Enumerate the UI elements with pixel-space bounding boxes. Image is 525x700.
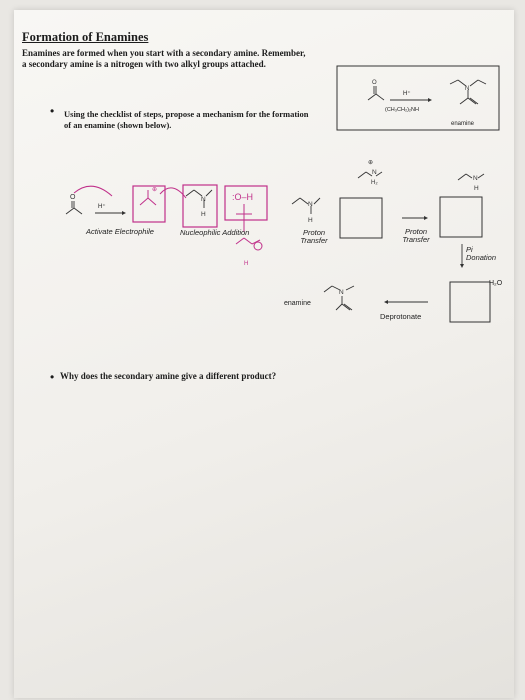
answer-box-2	[182, 184, 218, 228]
label-pi-donation: Pi Donation	[466, 245, 497, 262]
mech-n-4: N	[473, 175, 478, 182]
acid-reagent: H⁺	[98, 203, 106, 210]
mech-h2: H₂	[371, 180, 378, 186]
answer-box-1	[132, 185, 166, 223]
question-text: Why does the secondary amine give a diff…	[60, 371, 277, 381]
enamine-label-box: enamine	[451, 121, 475, 127]
reagent-amine: (CH₃CH₂)₂NH	[385, 107, 419, 113]
start-ketone	[65, 201, 83, 215]
label-activate: Activate Electrophile	[86, 227, 154, 236]
worksheet-title: Formation of Enamines	[22, 30, 149, 44]
bullet-1: •	[50, 104, 55, 118]
mech-h-4: H	[474, 185, 479, 192]
label-proton-transfer-2: Proton Transfer	[402, 227, 430, 244]
empty-box-a	[339, 197, 383, 239]
empty-box-b	[439, 196, 483, 238]
worksheet-page	[14, 10, 514, 698]
mech-n-3: N	[372, 169, 377, 176]
mech-n-2: N	[308, 201, 313, 208]
bullet-2: •	[50, 370, 55, 384]
start-oxygen: O	[70, 194, 76, 201]
mech-h-1: H	[201, 211, 206, 218]
enamine-nitrogen: N	[465, 86, 469, 92]
mech-n-5: N	[339, 289, 344, 296]
mech-h-2: H	[308, 217, 313, 224]
mech-h-pink: H	[244, 261, 248, 267]
label-enamine: enamine	[284, 300, 311, 307]
plus-charge-2: ⊕	[368, 160, 373, 166]
answer-box-3	[224, 185, 268, 221]
label-nucleophilic: Nucleophilic Addition	[180, 228, 250, 237]
label-deprotonate: Deprotonate	[380, 312, 422, 321]
curved-arrow-1	[73, 185, 113, 197]
intro-text: Enamines are formed when you start with …	[22, 48, 306, 69]
enamine-structure	[449, 79, 487, 105]
plus-charge-1: ⊕	[152, 187, 157, 193]
reagent-acid: H⁺	[403, 90, 411, 97]
label-water: H₂O	[489, 280, 503, 287]
reaction-box	[336, 65, 500, 131]
ketone-structure	[367, 86, 385, 101]
oh-group: :O–H	[232, 192, 253, 202]
ketone-oxygen: O	[372, 80, 377, 86]
empty-box-c	[449, 281, 491, 323]
mech-n-1: N	[201, 196, 206, 203]
label-proton-transfer-1: Proton Transfer	[300, 228, 328, 245]
step1-instruction: Using the checklist of steps, propose a …	[64, 109, 309, 130]
enamine-product	[323, 285, 355, 311]
